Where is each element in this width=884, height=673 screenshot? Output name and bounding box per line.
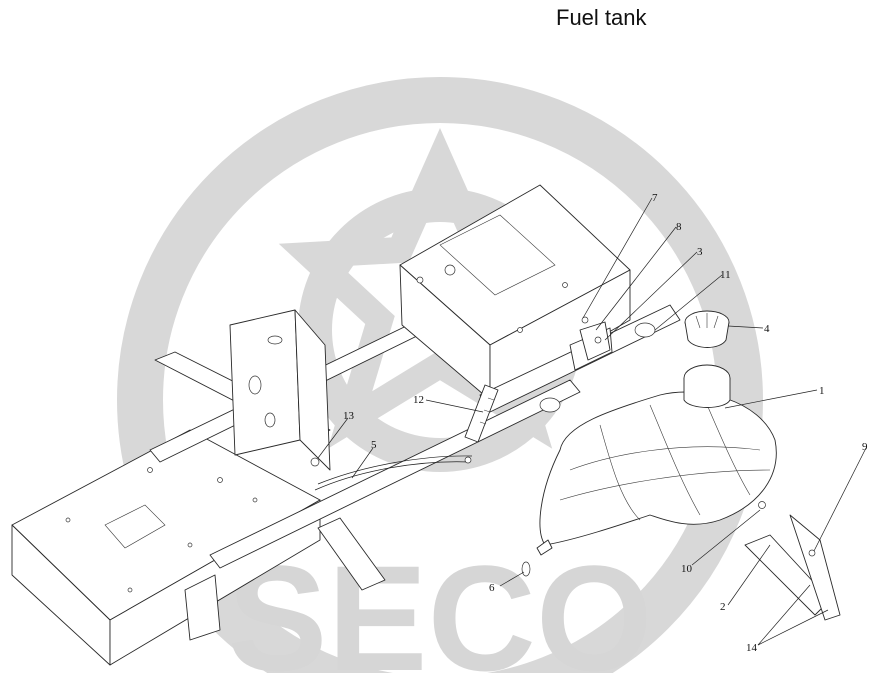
watermark-text: SECO [227,534,652,673]
washer [594,336,602,344]
fuel-tank [536,364,777,556]
leader-lines [317,197,867,646]
fuel-gauge [464,384,499,443]
chassis-frame [11,184,681,666]
hardware-parts [521,316,611,577]
callout-8: 8 [676,221,682,233]
callout-6: 6 [489,582,495,594]
callout-14: 14 [746,642,758,654]
callout-3: 3 [697,246,703,258]
callout-12: 12 [413,394,424,406]
callout-1: 1 [819,385,825,397]
fuel-cap [684,310,730,348]
bolt [581,316,589,324]
callout-10: 10 [681,563,693,575]
callout-13: 13 [343,410,355,422]
callout-11: 11 [720,269,731,281]
watermark-outer-ring [117,77,763,673]
diagram-title: Fuel tank [556,5,647,30]
callout-2: 2 [720,601,726,613]
fuel-line [310,455,473,491]
callout-9: 9 [862,441,868,453]
hose-clamp [521,561,531,577]
tank-bracket [744,501,841,621]
callout-5: 5 [371,439,377,451]
callout-7: 7 [652,192,658,204]
callout-labels: 1 2 3 4 5 6 7 8 9 10 11 12 13 14 [343,192,868,654]
callout-4: 4 [764,323,770,335]
